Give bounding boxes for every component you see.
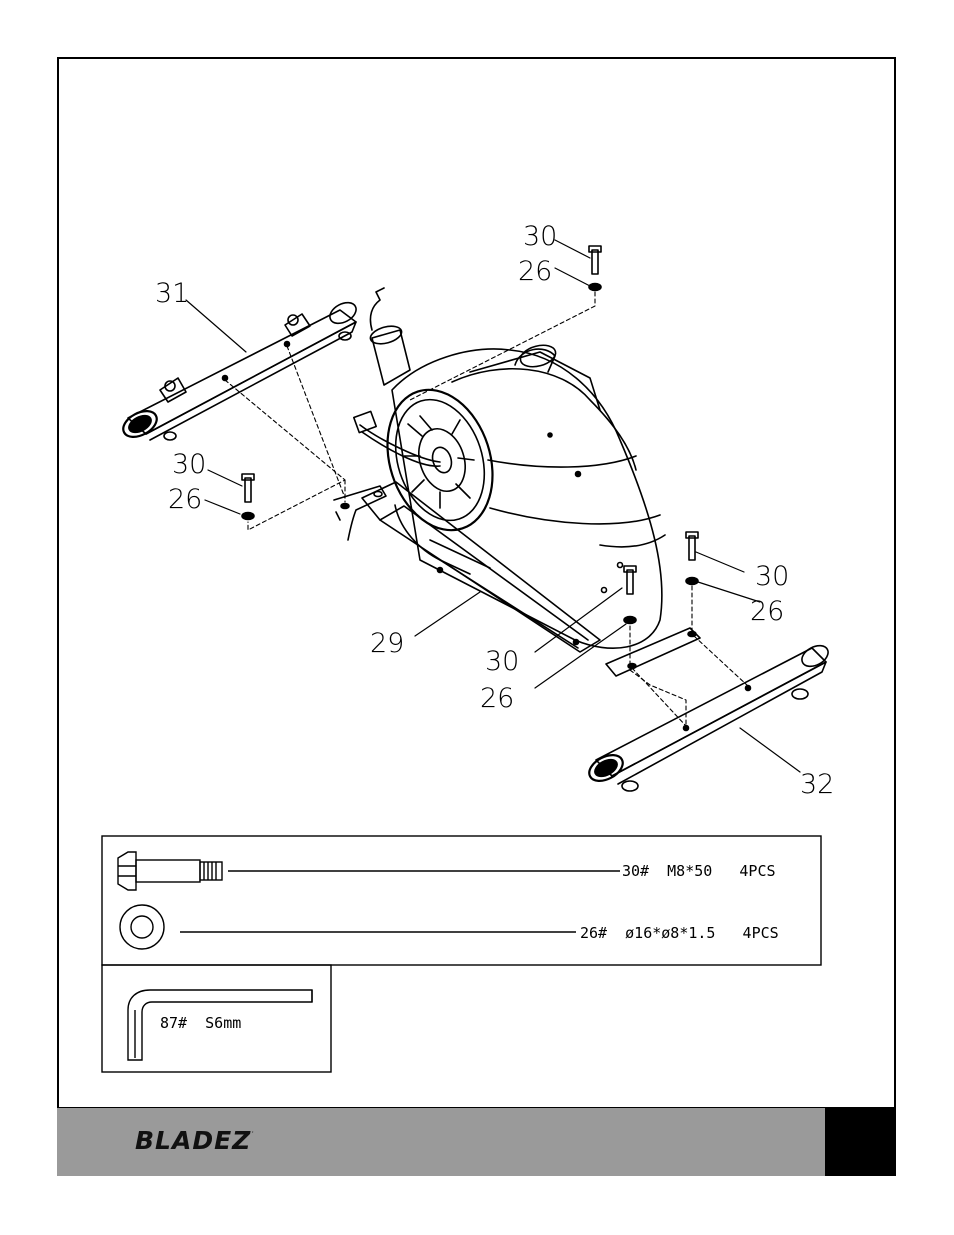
hex-bolt-icon: [117, 851, 223, 891]
allen-key-spec-label: 87# S6mm: [160, 1014, 241, 1032]
footer-bar: BLADEZ·: [57, 1107, 896, 1176]
washer-icon: [119, 904, 165, 950]
brand-logo: BLADEZ·: [135, 1126, 255, 1155]
callout-front-stabilizer: 31: [155, 278, 189, 309]
callout-rear-stabilizer: 32: [800, 769, 834, 800]
main-frame-drawing: [333, 287, 701, 677]
bolt-spec-label: 30# M8*50 4PCS: [622, 862, 776, 880]
callout-main-frame: 29: [370, 628, 404, 659]
leader-lines: [185, 239, 801, 773]
front-stabilizer-drawing: [122, 301, 357, 441]
assembly-guide-lines: [224, 291, 749, 727]
hardware-table: [101, 835, 822, 1073]
brand-name: BLADEZ: [135, 1126, 252, 1155]
footer-page-tab: [825, 1108, 896, 1176]
callout-bolt-rear-center: 30: [485, 646, 519, 677]
callout-washer-rear-right: 26: [750, 596, 784, 627]
callout-bolt-top-right: 30: [523, 221, 557, 252]
brand-mark: ·: [251, 1128, 255, 1137]
callout-washer-left: 26: [168, 484, 202, 515]
allen-key-icon: [127, 989, 313, 1061]
callout-washer-top-right: 26: [518, 256, 552, 287]
callout-bolt-rear-right: 30: [755, 561, 789, 592]
bolts-and-washers-drawing: [241, 245, 699, 625]
washer-spec-label: 26# ø16*ø8*1.5 4PCS: [580, 924, 779, 942]
callout-washer-rear-center: 26: [480, 683, 514, 714]
rear-stabilizer-drawing: [588, 644, 829, 792]
callout-bolt-left: 30: [172, 449, 206, 480]
